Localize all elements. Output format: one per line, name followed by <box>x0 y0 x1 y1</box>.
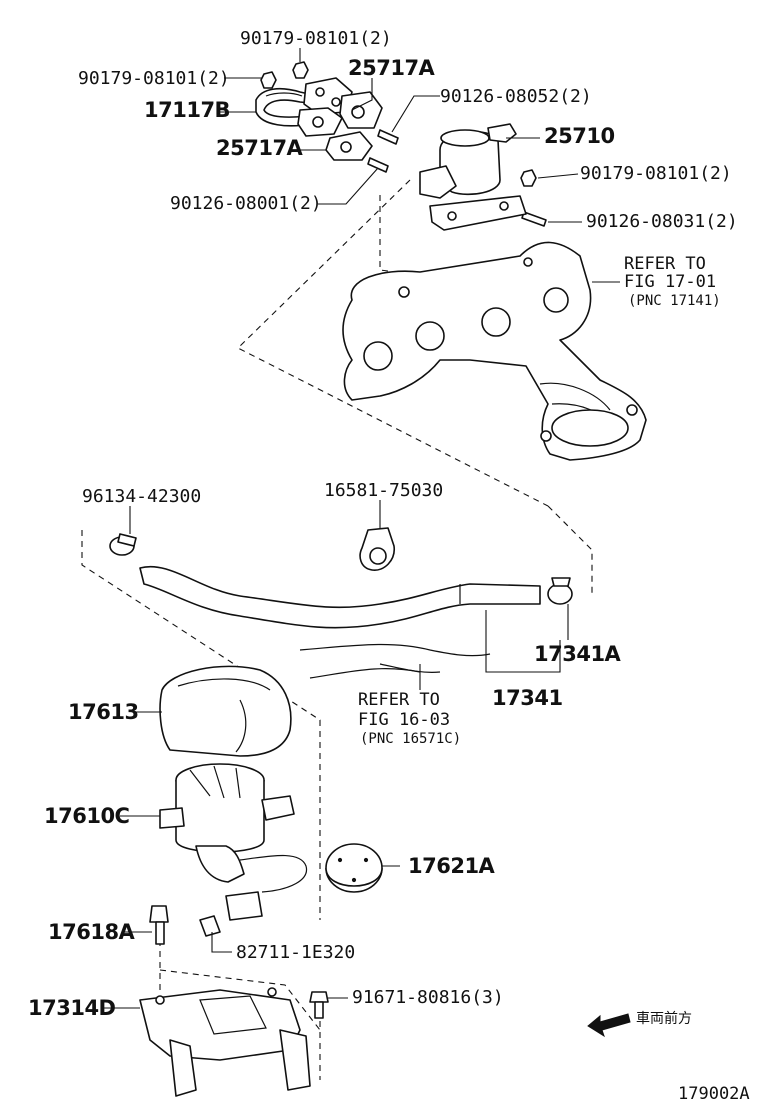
front-direction-label: 車両前方 <box>636 1011 692 1027</box>
ref-fig-16-03-line2: FIG 16-03 <box>358 710 451 730</box>
hose-clamps <box>109 527 573 605</box>
label-17341A: 17341A <box>534 642 621 666</box>
label-96134-42300: 96134-42300 <box>82 486 202 507</box>
label-16581-75030: 16581-75030 <box>324 480 444 501</box>
air-hose-17341 <box>139 565 541 679</box>
label-17314D: 17314D <box>28 996 116 1020</box>
air-switching-valve-25710 <box>419 123 527 231</box>
label-17610C: 17610C <box>44 804 130 828</box>
bolt-17618A <box>149 905 169 945</box>
bracket-17314D <box>139 987 311 1097</box>
gasket-25717A-mid <box>297 107 373 161</box>
label-25717A-top: 25717A <box>348 56 435 80</box>
leader-lines <box>102 48 620 1009</box>
filter-17621A <box>325 843 383 893</box>
nuts-90179 <box>260 61 537 187</box>
ref-fig-17-01-line2: FIG 17-01 <box>624 272 717 292</box>
arrow-icon <box>587 1013 631 1038</box>
pump-cover-17613 <box>159 665 292 757</box>
label-17341: 17341 <box>492 686 563 710</box>
bolt-91671 <box>309 991 329 1019</box>
ref-fig-17-01-line3: (PNC 17141) <box>628 293 721 309</box>
gasket-25717A-top <box>303 77 383 129</box>
label-82711-1E320: 82711-1E320 <box>236 942 356 963</box>
label-90126-08052: 90126-08052(2) <box>440 86 592 107</box>
air-pump-17610C <box>159 763 308 921</box>
ref-fig-17-01-line1: REFER TO <box>624 254 706 274</box>
figure-id: 179002A <box>678 1084 750 1104</box>
connector-82711 <box>199 915 221 937</box>
label-25710: 25710 <box>544 124 615 148</box>
label-90179-08101-left: 90179-08101(2) <box>78 68 230 89</box>
label-17621A: 17621A <box>408 854 495 878</box>
label-17618A: 17618A <box>48 920 135 944</box>
label-90126-08031: 90126-08031(2) <box>586 211 738 232</box>
label-17613: 17613 <box>68 700 139 724</box>
label-91671-80816: 91671-80816(3) <box>352 987 504 1008</box>
label-17117B: 17117B <box>144 98 231 122</box>
studs-90126 <box>367 129 547 227</box>
label-90126-08001: 90126-08001(2) <box>170 193 322 214</box>
ref-fig-16-03-line3: (PNC 16571C) <box>360 731 462 747</box>
label-90179-08101-top: 90179-08101(2) <box>240 28 392 49</box>
label-90179-08101-right: 90179-08101(2) <box>580 163 732 184</box>
ref-fig-16-03-line1: REFER TO <box>358 690 440 710</box>
label-25717A-mid: 25717A <box>216 136 303 160</box>
exhaust-manifold <box>342 241 647 461</box>
